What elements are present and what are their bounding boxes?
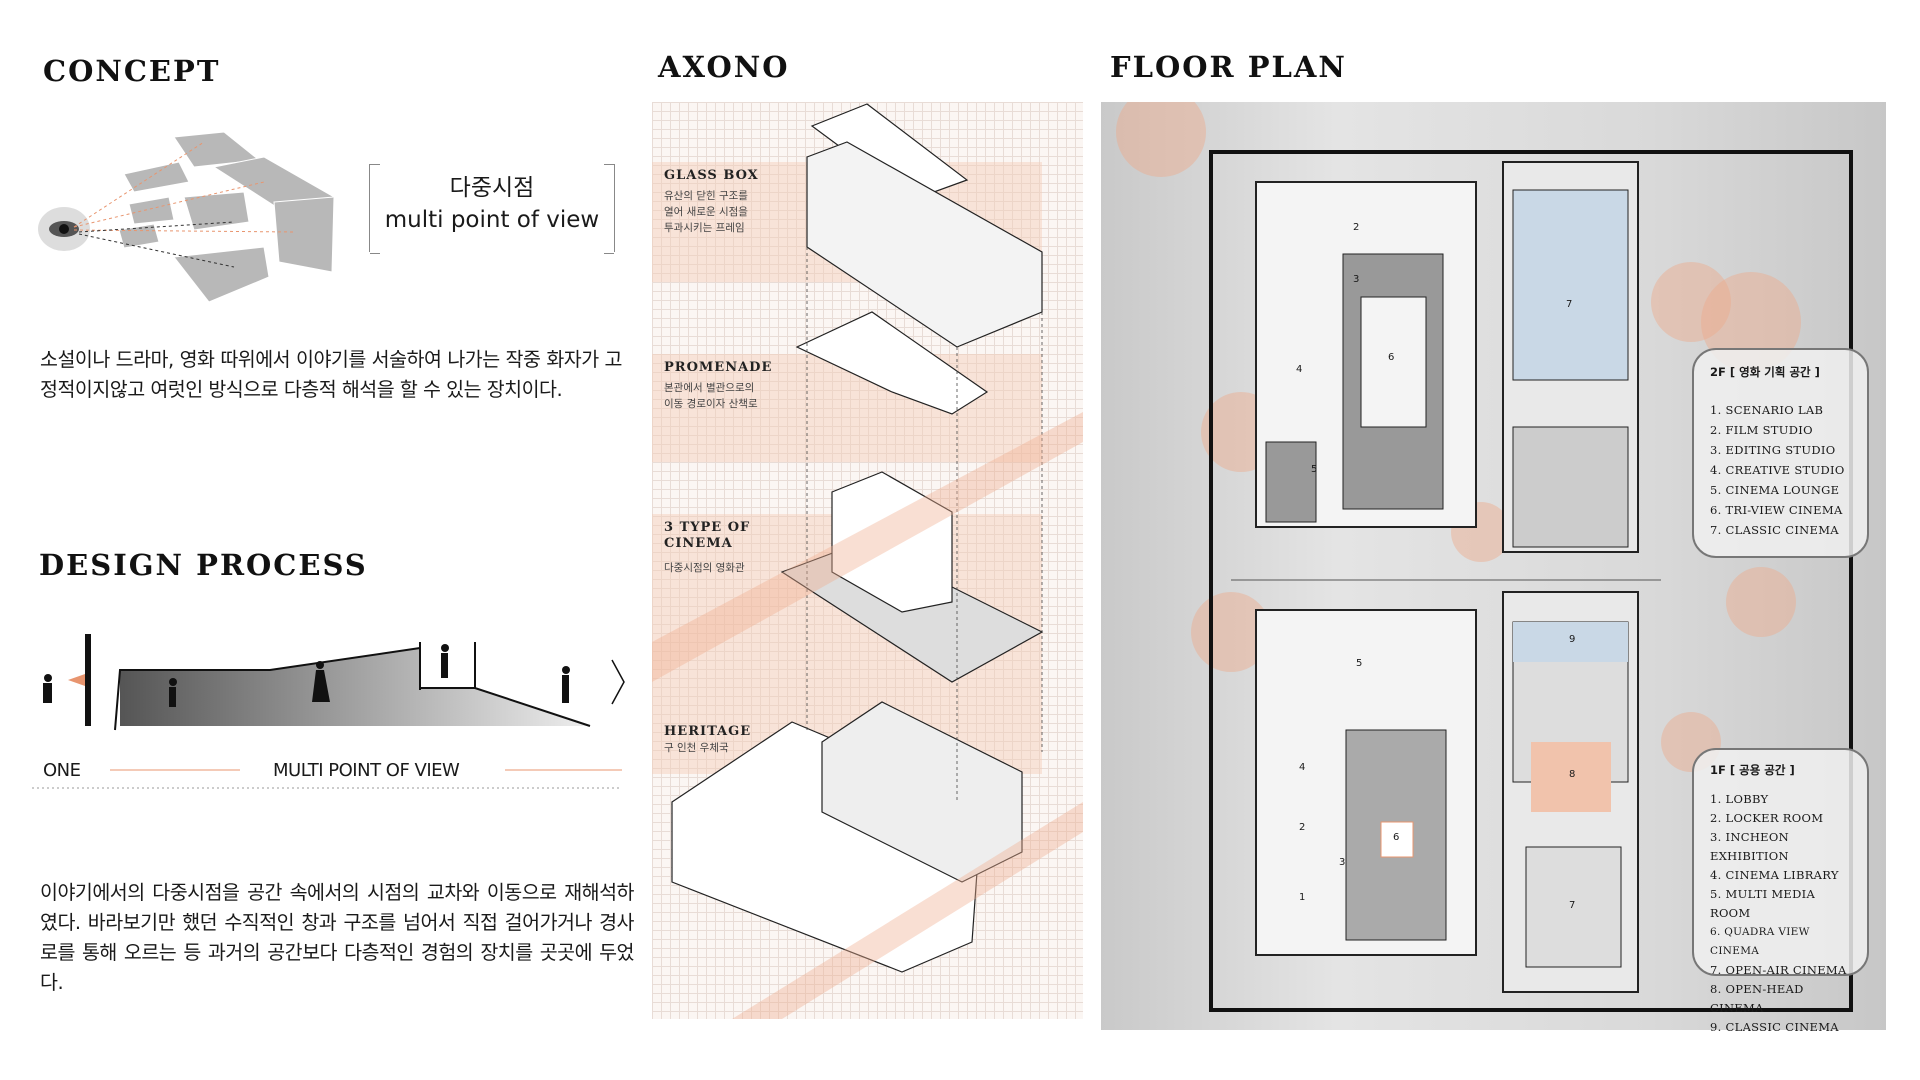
room-number: 7 (1569, 900, 1576, 911)
layer-label-glass-box: GLASS BOX (664, 168, 759, 183)
room-number: 9 (1569, 634, 1576, 645)
label-multi-point-of-view: MULTI POINT OF VIEW (273, 760, 460, 781)
floor-plan-title: FLOOR PLAN (1110, 50, 1347, 84)
axono-title: AXONO (658, 50, 790, 84)
legend-item: 5. MULTI MEDIA ROOM (1710, 887, 1816, 920)
room-number: 3 (1353, 274, 1360, 285)
layer-desc-heritage: 구 인천 우체국 (664, 742, 729, 754)
room-number: 6 (1393, 832, 1400, 843)
room-number: 6 (1388, 352, 1395, 363)
floor-plan-drawing (1116, 102, 1853, 1012)
legend-item: 1. LOBBY (1710, 792, 1769, 806)
layer-desc-cinema: 다중시점의 영화관 (664, 562, 745, 574)
view-planes (118, 131, 334, 303)
legend-item: 3. INCHEON EXHIBITION (1710, 830, 1789, 863)
legend-item: 6. QUADRA VIEW CINEMA (1710, 926, 1810, 957)
room-number: 4 (1296, 364, 1303, 375)
room-number: 2 (1299, 822, 1306, 833)
design-process-title: DESIGN PROCESS (39, 548, 368, 582)
layer-label-promenade: PROMENADE (664, 360, 773, 375)
room-number: 3 (1339, 857, 1346, 868)
legend-item: 7. CLASSIC CINEMA (1710, 523, 1839, 537)
legend-item: 6. TRI-VIEW CINEMA (1710, 503, 1843, 517)
room-number: 1 (1299, 892, 1306, 903)
legend-item: 1. SCENARIO LAB (1710, 403, 1824, 417)
concept-keyword-en: multi point of view (384, 207, 600, 233)
concept-diagram (38, 131, 334, 303)
room-number: 5 (1356, 658, 1363, 669)
cinema-box (831, 471, 953, 613)
concept-bracket: 다중시점 multi point of view (369, 164, 615, 254)
legend-item: 5. CINEMA LOUNGE (1710, 483, 1840, 497)
concept-title: CONCEPT (43, 54, 221, 88)
legend-item: 2. FILM STUDIO (1710, 423, 1813, 437)
legend-item: 7. OPEN-AIR CINEMA (1710, 963, 1847, 977)
legend-item: 3. EDITING STUDIO (1710, 443, 1836, 457)
design-process-diagram (32, 634, 625, 789)
concept-paragraph: 소설이나 드라마, 영화 따위에서 이야기를 서술하여 나가는 작중 화자가 고… (40, 348, 623, 401)
promenade (795, 311, 989, 415)
floor-plan-panel: 2 3 4 5 6 7 1 2 3 4 5 6 7 8 9 2F [ 영화 기획… (1101, 102, 1886, 1034)
layer-label-cinema: 3 TYPE OF CINEMA (664, 520, 751, 551)
layer-label-heritage: HERITAGE (664, 724, 752, 739)
room-number: 2 (1353, 222, 1360, 233)
legend-1f: 1F [ 공용 공간 ] 1. LOBBY 2. LOCKER ROOM 3. … (1692, 748, 1869, 1034)
person-icons (43, 644, 570, 707)
concept-keyword-ko: 다중시점 (449, 175, 535, 201)
legend-item: 2. LOCKER ROOM (1710, 811, 1824, 825)
legend-item: 8. OPEN-HEAD CINEMA (1710, 982, 1804, 1015)
legend-2f: 2F [ 영화 기획 공간 ] 1. SCENARIO LAB 2. FILM … (1692, 348, 1869, 558)
legend-item: 4. CINEMA LIBRARY (1710, 868, 1839, 882)
label-one: ONE (43, 760, 81, 781)
room-number: 4 (1299, 762, 1306, 773)
design-process-paragraph: 이야기에서의 다중시점을 공간 속에서의 시점의 교차와 이동으로 재해석하였다… (40, 881, 635, 994)
room-number: 5 (1311, 464, 1318, 475)
room-number: 7 (1566, 299, 1573, 310)
axonometric-drawing (652, 103, 1083, 1019)
legend-item: 4. CREATIVE STUDIO (1710, 463, 1845, 477)
legend-item: 9. CLASSIC CINEMA (1710, 1020, 1839, 1034)
room-number: 8 (1569, 769, 1576, 780)
